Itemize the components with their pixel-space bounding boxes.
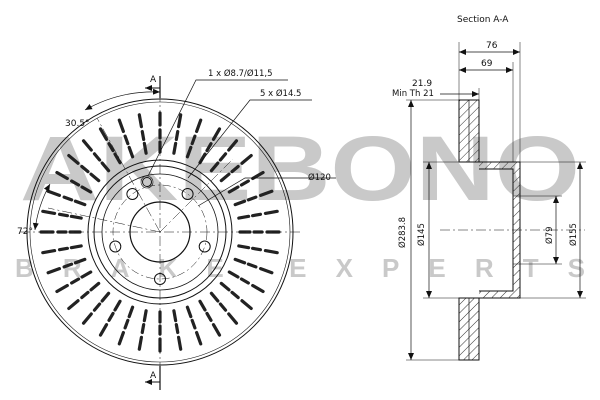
vent-slot xyxy=(185,305,204,349)
hat-diameter-label: Ø145 xyxy=(416,223,427,246)
vent-slot xyxy=(52,270,93,295)
angle-top-label: 30.5° xyxy=(65,119,90,129)
vent-slot xyxy=(209,136,240,173)
vent-slot xyxy=(43,188,87,207)
brand-watermark: AKEBONO BRAKE EXPERTS xyxy=(15,118,585,283)
hat-bottom-wall xyxy=(479,291,520,298)
thickness-label: 21.9 xyxy=(412,79,432,89)
width-total-label: 76 xyxy=(486,41,498,51)
vent-slot xyxy=(43,257,87,276)
vent-slot xyxy=(209,291,240,328)
section-title: Section A-A xyxy=(457,15,509,25)
vent-slot xyxy=(79,136,111,173)
vent-slot xyxy=(116,305,135,349)
angle-arc-top xyxy=(84,88,161,111)
pcd-label: Ø120 xyxy=(308,172,331,183)
vent-slot xyxy=(64,281,101,312)
angle-ray-top xyxy=(96,117,161,233)
outer-diameter-label: Ø283.8 xyxy=(397,217,408,248)
vent-slot xyxy=(137,110,148,155)
section-marker-bottom: A xyxy=(150,371,157,381)
hole-large-leader xyxy=(147,79,288,177)
min-thickness-label: Min Th 21 xyxy=(392,89,434,99)
vent-slot xyxy=(237,209,282,220)
vent-slot xyxy=(64,152,101,183)
angle-arc-left xyxy=(32,183,51,231)
vent-slot xyxy=(137,309,148,354)
vent-slot xyxy=(172,110,183,155)
angle-ray-ext xyxy=(159,158,234,233)
vent-slot xyxy=(38,244,83,255)
center-bore-label: Ø79 xyxy=(544,226,555,244)
front-view: 30.5° 72° A A 1 x Ø8.7/Ø11,5 5 x Ø14.5 Ø… xyxy=(17,68,336,390)
vent-slot xyxy=(97,124,122,165)
bolt-hole xyxy=(198,240,211,253)
watermark-tagline: BRAKE EXPERTS xyxy=(15,253,585,283)
vent-slot xyxy=(97,299,122,340)
section-view: Section A-A 76 69 21.9 Min Th 21 Ø283.8 … xyxy=(392,15,586,361)
vent-slot xyxy=(52,169,93,194)
vent-slot xyxy=(79,291,111,328)
bolt-hole xyxy=(109,240,122,253)
vent-slot xyxy=(233,257,277,276)
angle-ray-left xyxy=(47,207,161,233)
vent-slot xyxy=(219,152,256,183)
width-hat-label: 69 xyxy=(481,59,493,69)
vent-slot xyxy=(116,115,135,159)
locating-hole-outer xyxy=(140,175,154,189)
vent-slot xyxy=(172,309,183,354)
bolt-hole xyxy=(126,188,139,200)
vent-slot xyxy=(233,188,277,207)
vent-slot xyxy=(185,115,204,159)
hole-bolts-leader xyxy=(187,99,312,179)
vent-slot xyxy=(227,270,268,295)
vent-slot xyxy=(219,281,256,312)
bolt-holes xyxy=(109,188,211,285)
locating-hole xyxy=(142,177,152,187)
hole-large-label: 1 x Ø8.7/Ø11,5 xyxy=(208,68,273,79)
hat-top-wall xyxy=(479,162,520,169)
section-marker-top: A xyxy=(150,75,157,85)
angle-left-label: 72° xyxy=(17,227,33,237)
vent-slot xyxy=(198,124,223,165)
vent-slot xyxy=(237,244,282,255)
hole-bolts-label: 5 x Ø14.5 xyxy=(260,88,301,99)
vent-slot xyxy=(227,169,268,194)
flange-diameter-label: Ø155 xyxy=(568,223,579,246)
vent-slot xyxy=(198,299,223,340)
pcd-leader xyxy=(197,177,336,207)
bolt-hole xyxy=(181,188,194,200)
